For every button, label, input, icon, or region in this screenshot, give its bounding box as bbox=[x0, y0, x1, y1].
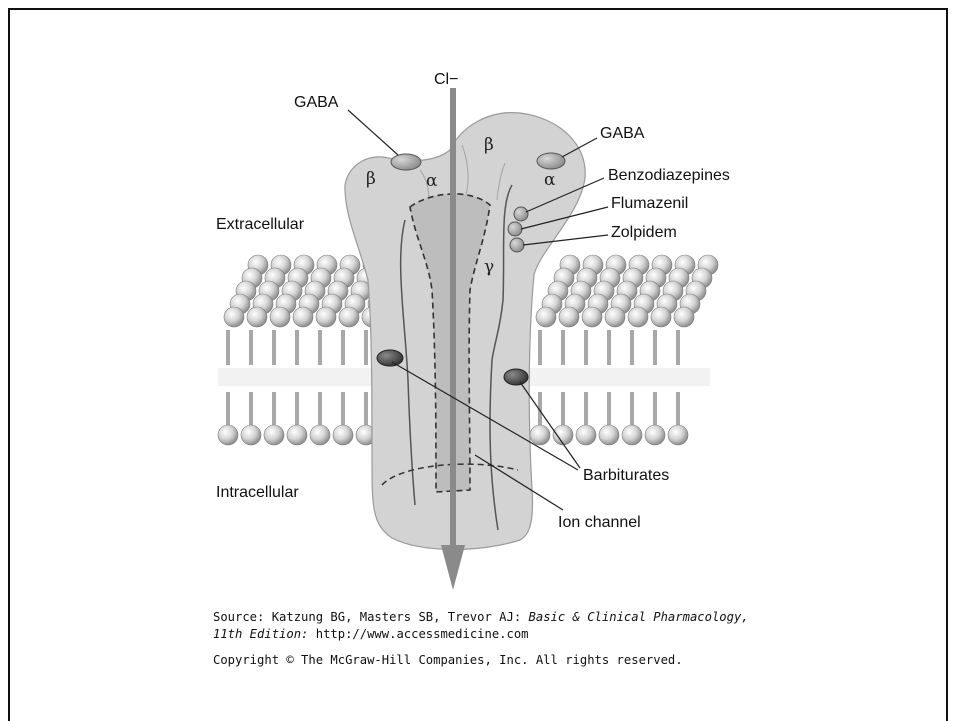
lipid-head bbox=[218, 425, 238, 445]
lipid-head bbox=[668, 425, 688, 445]
barbiturate-site-left bbox=[377, 350, 403, 366]
subunit-alpha-right: α bbox=[544, 170, 556, 190]
lipid-head bbox=[674, 307, 694, 327]
lipid-head bbox=[241, 425, 261, 445]
flumazenil-label: Flumazenil bbox=[611, 195, 688, 212]
subunit-beta-left: β bbox=[366, 169, 376, 189]
subunit-alpha-left: α bbox=[426, 171, 438, 191]
source-url: http://www.accessmedicine.com bbox=[308, 627, 528, 641]
lipid-head bbox=[536, 307, 556, 327]
zolpidem-label: Zolpidem bbox=[611, 224, 677, 241]
subunit-beta-right: β bbox=[484, 135, 494, 155]
lipid-head bbox=[247, 307, 267, 327]
benzodiazepines-label: Benzodiazepines bbox=[608, 167, 730, 184]
gaba-label-right: GABA bbox=[600, 125, 645, 142]
lipid-head bbox=[605, 307, 625, 327]
lipid-head bbox=[622, 425, 642, 445]
flumazenil-site bbox=[508, 222, 522, 236]
lipid-head bbox=[645, 425, 665, 445]
barbiturates-label: Barbiturates bbox=[583, 467, 669, 484]
lipid-head bbox=[651, 307, 671, 327]
lipid-head bbox=[582, 307, 602, 327]
lipid-head bbox=[270, 307, 290, 327]
source-citation-line-2: 11th Edition: http://www.accessmedicine.… bbox=[213, 627, 529, 641]
ion-channel-label: Ion channel bbox=[558, 514, 641, 531]
source-citation-line-1: Source: Katzung BG, Masters SB, Trevor A… bbox=[213, 610, 749, 624]
gaba-label-left: GABA bbox=[294, 94, 339, 111]
lipid-head bbox=[224, 307, 244, 327]
intracellular-label: Intracellular bbox=[216, 484, 299, 501]
lipid-head bbox=[293, 307, 313, 327]
extracellular-label: Extracellular bbox=[216, 216, 305, 233]
lipid-head bbox=[599, 425, 619, 445]
lipid-head bbox=[316, 307, 336, 327]
barbiturate-site-right bbox=[504, 369, 528, 385]
gaba-binding-site-right bbox=[537, 153, 565, 169]
lipid-head bbox=[553, 425, 573, 445]
lipid-head bbox=[264, 425, 284, 445]
subunit-gamma: γ bbox=[484, 257, 494, 277]
gaba-binding-site-left bbox=[391, 154, 421, 170]
lipid-head bbox=[287, 425, 307, 445]
source-book-title: Basic & Clinical Pharmacology, bbox=[529, 610, 749, 624]
zolpidem-site bbox=[510, 238, 524, 252]
lipid-head bbox=[333, 425, 353, 445]
chloride-ion-label: Cl− bbox=[434, 71, 458, 88]
lipid-head bbox=[628, 307, 648, 327]
lipid-head bbox=[530, 425, 550, 445]
lipid-head bbox=[576, 425, 596, 445]
source-edition: 11th Edition: bbox=[213, 627, 308, 641]
benzodiazepine-site bbox=[514, 207, 528, 221]
copyright-notice: Copyright © The McGraw-Hill Companies, I… bbox=[213, 653, 683, 667]
source-prefix: Source: Katzung BG, Masters SB, Trevor A… bbox=[213, 610, 529, 624]
lipid-head bbox=[559, 307, 579, 327]
lipid-head bbox=[339, 307, 359, 327]
lipid-head bbox=[310, 425, 330, 445]
